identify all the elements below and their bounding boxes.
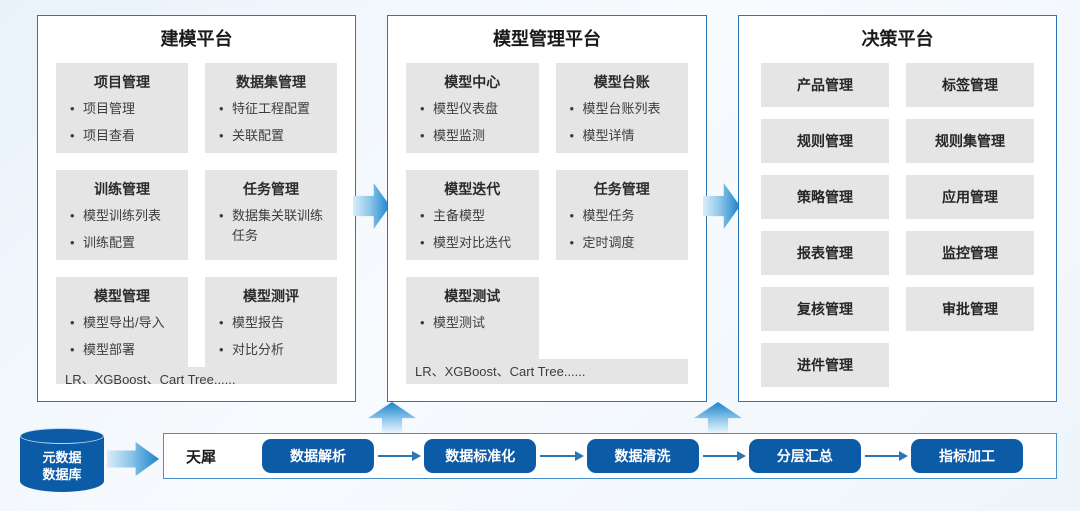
- decision-tiles: 产品管理 标签管理 规则管理 规则集管理 策略管理 应用管理 报表管理 监控管理…: [761, 63, 1034, 387]
- card-title: 数据集管理: [236, 74, 306, 90]
- database-label-line2: 数据库: [42, 467, 82, 482]
- flow-arrow-icon: [864, 451, 909, 461]
- card-item-list: 数据集关联训练任务: [211, 206, 331, 245]
- card-item-list: 特征工程配置 关联配置: [211, 99, 331, 145]
- card-model-evaluation: 模型测评 模型报告 对比分析: [205, 277, 337, 367]
- stage-layered-aggregation: 分层汇总: [748, 439, 861, 473]
- tile-rule-management: 规则管理: [761, 119, 889, 163]
- database-label: 元数据 数据库: [20, 449, 104, 483]
- stage-data-standardization: 数据标准化: [424, 439, 537, 473]
- card-item-list: 主备模型 模型对比迭代: [412, 206, 533, 252]
- card-item: 特征工程配置: [219, 99, 329, 119]
- card-item: 对比分析: [219, 340, 329, 360]
- tile-product-management: 产品管理: [761, 63, 889, 107]
- tile-report-management: 报表管理: [761, 231, 889, 275]
- data-pipeline-box: 天犀 数据解析 数据标准化 数据清洗 分层汇总 指标加工: [163, 433, 1057, 479]
- card-item-list: 模型测试: [412, 313, 533, 333]
- card-item: 模型详情: [570, 126, 681, 146]
- stage-indicator-processing: 指标加工: [911, 439, 1024, 473]
- card-item: 模型监测: [420, 126, 531, 146]
- card-item: 主备模型: [420, 206, 531, 226]
- card-title: 模型迭代: [444, 181, 501, 197]
- card-item-list: 模型训练列表 训练配置: [62, 206, 182, 252]
- card-title: 模型测试: [444, 288, 501, 304]
- tile-approval-management: 审批管理: [906, 287, 1034, 331]
- card-title: 模型管理: [94, 288, 150, 304]
- panel-model-management-platform: 模型管理平台 模型中心 模型仪表盘 模型监测 模型台账 模型台账列表 模型详情 …: [387, 15, 707, 402]
- card-item: 数据集关联训练任务: [219, 206, 329, 245]
- card-model-testing: 模型测试 模型测试: [406, 277, 539, 359]
- arrow-modeling-to-management-icon: [353, 183, 390, 229]
- card-item: 模型对比迭代: [420, 233, 531, 253]
- card-item-list: 模型报告 对比分析: [211, 313, 331, 359]
- tile-monitoring-management: 监控管理: [906, 231, 1034, 275]
- arrow-up-to-platforms-right-icon: [694, 402, 742, 433]
- model-management-cards: 模型中心 模型仪表盘 模型监测 模型台账 模型台账列表 模型详情 模型迭代 主备…: [406, 63, 688, 359]
- card-item: 模型报告: [219, 313, 329, 333]
- tile-intake-management: 进件管理: [761, 343, 889, 387]
- card-title: 模型测评: [243, 288, 299, 304]
- flow-arrow-icon: [540, 451, 584, 461]
- database-label-line1: 元数据: [42, 450, 82, 465]
- card-item-list: 模型仪表盘 模型监测: [412, 99, 533, 145]
- card-item: 模型测试: [420, 313, 531, 333]
- database-cylinder-body: [20, 436, 104, 492]
- card-item: 项目查看: [70, 126, 180, 146]
- card-task-management-model: 任务管理 模型任务 定时调度: [555, 170, 688, 260]
- card-title: 模型台账: [593, 74, 650, 90]
- card-project-management: 项目管理 项目管理 项目查看: [56, 63, 188, 153]
- card-item: 项目管理: [70, 99, 180, 119]
- panel-title-decision: 决策平台: [861, 29, 934, 49]
- card-item-list: 项目管理 项目查看: [62, 99, 182, 145]
- metadata-database-cylinder: 元数据 数据库: [20, 428, 104, 492]
- engine-label: 天犀: [186, 448, 217, 466]
- card-title: 模型中心: [444, 74, 501, 90]
- card-item-list: 模型台账列表 模型详情: [562, 99, 683, 145]
- arrow-up-to-platforms-left-icon: [368, 402, 416, 433]
- card-item: 定时调度: [570, 233, 681, 253]
- card-item-list: 模型导出/导入 模型部署: [62, 313, 182, 359]
- arrow-management-to-decision-icon: [703, 183, 740, 229]
- card-dataset-management: 数据集管理 特征工程配置 关联配置: [205, 63, 337, 153]
- card-item: 模型训练列表: [70, 206, 180, 226]
- card-item-list: 模型任务 定时调度: [562, 206, 683, 252]
- tile-strategy-management: 策略管理: [761, 175, 889, 219]
- card-item: 关联配置: [219, 126, 329, 146]
- card-training-management: 训练管理 模型训练列表 训练配置: [56, 170, 188, 260]
- card-model-iteration: 模型迭代 主备模型 模型对比迭代: [406, 170, 539, 260]
- flow-arrow-icon: [378, 451, 422, 461]
- panel-title-modeling: 建模平台: [160, 29, 233, 49]
- card-title: 任务管理: [243, 181, 299, 197]
- database-cylinder-top: [20, 428, 104, 444]
- arrow-database-to-pipeline-icon: [107, 442, 159, 476]
- card-item: 模型导出/导入: [70, 313, 180, 333]
- card-title: 任务管理: [593, 181, 650, 197]
- card-item: 模型任务: [570, 206, 681, 226]
- card-item: 模型仪表盘: [420, 99, 531, 119]
- tile-ruleset-management: 规则集管理: [906, 119, 1034, 163]
- stage-data-cleaning: 数据清洗: [586, 439, 699, 473]
- card-item: 训练配置: [70, 233, 180, 253]
- panel-decision-platform: 决策平台 产品管理 标签管理 规则管理 规则集管理 策略管理 应用管理 报表管理…: [738, 15, 1057, 402]
- panel-modeling-platform: 建模平台 项目管理 项目管理 项目查看 数据集管理 特征工程配置 关联配置 训练…: [37, 15, 356, 402]
- panel-title-model-management: 模型管理平台: [493, 29, 601, 49]
- card-task-management-modeling: 任务管理 数据集关联训练任务: [205, 170, 337, 260]
- algorithms-bar-model-management: LR、XGBoost、Cart Tree......: [406, 359, 688, 384]
- card-item: 模型台账列表: [570, 99, 681, 119]
- flow-arrow-icon: [702, 451, 747, 461]
- tile-tag-management: 标签管理: [906, 63, 1034, 107]
- tile-application-management: 应用管理: [906, 175, 1034, 219]
- card-title: 项目管理: [94, 74, 150, 90]
- tile-review-management: 复核管理: [761, 287, 889, 331]
- card-model-management: 模型管理 模型导出/导入 模型部署: [56, 277, 188, 367]
- algorithms-bar-modeling: LR、XGBoost、Cart Tree......: [56, 367, 337, 384]
- card-item: 模型部署: [70, 340, 180, 360]
- card-model-ledger: 模型台账 模型台账列表 模型详情: [555, 63, 688, 153]
- stage-data-parsing: 数据解析: [262, 439, 375, 473]
- card-title: 训练管理: [94, 181, 150, 197]
- card-model-center: 模型中心 模型仪表盘 模型监测: [406, 63, 539, 153]
- modeling-cards: 项目管理 项目管理 项目查看 数据集管理 特征工程配置 关联配置 训练管理 模型…: [56, 63, 337, 367]
